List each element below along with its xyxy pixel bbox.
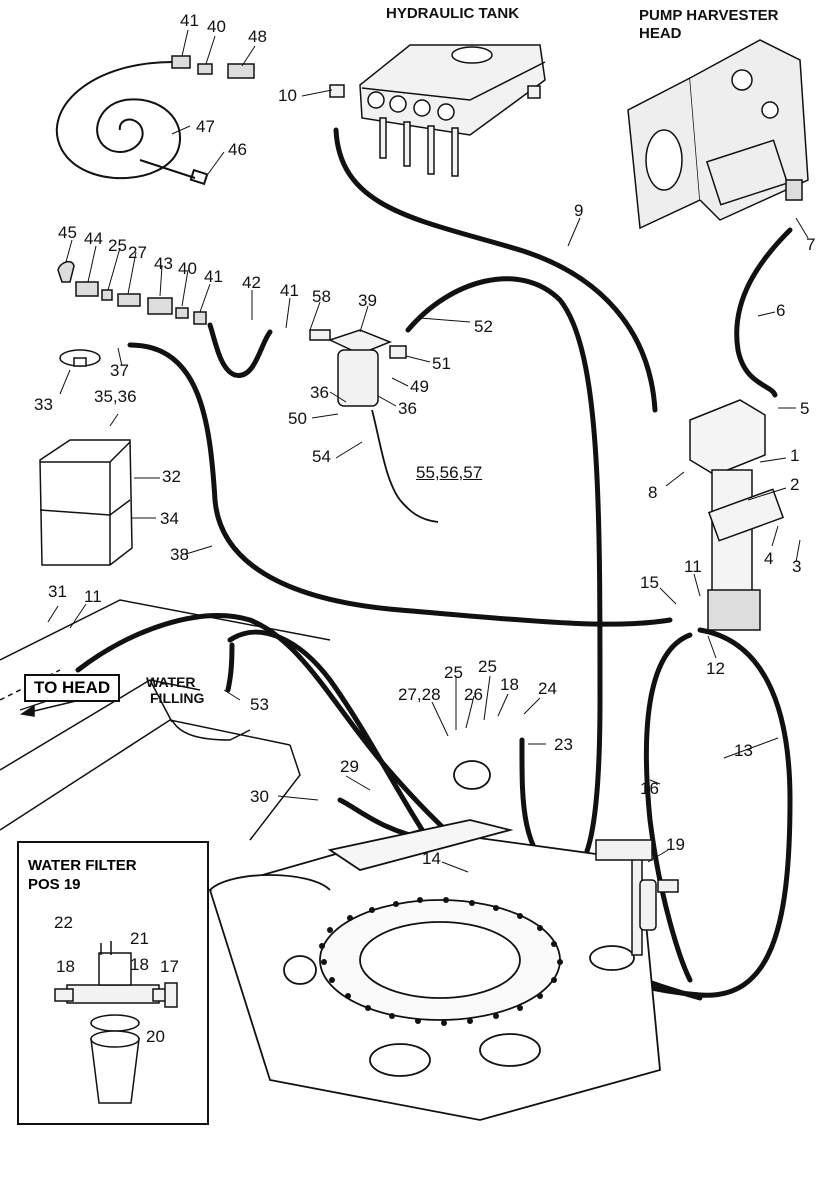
callout: 20 [146,1027,165,1046]
callout: 4 [764,549,774,568]
callout: 9 [574,201,584,220]
to-head-label: TO HEAD [24,674,121,702]
callout: 46 [228,140,247,159]
callout: 36 [398,399,417,418]
hose-16 [643,632,693,983]
water-tank [39,349,133,566]
callout: 40 [178,259,197,278]
callout: 19 [666,835,685,854]
callout: 43 [154,254,173,273]
callout: 30 [250,787,269,806]
callout: 14 [422,849,441,868]
hose-to-filling [225,642,235,693]
callout: 29 [340,757,359,776]
callout: 18 [130,955,149,974]
hydraulic-tank [329,44,546,177]
hydraulic-tank-header: HYDRAULIC TANK [386,5,520,22]
coupling-41-40-48 [171,55,255,79]
callout: 35,36 [94,387,137,406]
callout: 31 [48,582,67,601]
callout: 8 [648,483,658,502]
hose-38 [127,342,673,627]
callout: 49 [410,377,429,396]
callout: 39 [358,291,377,310]
callout: 47 [196,117,215,136]
turntable-base [208,760,661,1121]
callout: 21 [130,929,149,948]
callout: 6 [776,301,786,320]
callout: 13 [734,741,753,760]
callout-55-56-57: 55,56,57 [416,463,483,482]
callout: 23 [554,735,573,754]
callout: 5 [800,399,810,418]
callout: 25 [108,236,127,255]
callout: 41 [204,267,223,286]
callout: 18 [500,675,519,694]
callout: 53 [250,695,269,714]
pump-header-line2: HEAD [639,25,682,42]
hose-6 [734,227,793,398]
callout: 11 [684,557,702,576]
callout: 27,28 [398,685,441,704]
callout: 32 [162,467,181,486]
inset-title-line2: POS 19 [28,876,81,893]
callout: 7 [806,235,816,254]
callout: 33 [34,395,53,414]
callout: 27 [128,243,147,262]
callout: 12 [706,659,725,678]
callout: 40 [207,17,226,36]
callout: 1 [790,446,800,465]
callout: 11 [84,587,102,606]
bolt-circle [319,897,563,1026]
pump [627,39,809,230]
water-filter-drawing [54,941,178,1104]
callout: 45 [58,223,77,242]
filter-assembly [309,329,407,407]
hose-filter-wire [371,409,439,523]
hose-52 [405,276,603,883]
hose-9 [333,127,658,413]
accumulator [689,399,785,631]
callout: 41 [180,11,199,30]
fittings-row [57,260,207,325]
inset-title-line1: WATER FILTER [28,857,137,874]
callout: 17 [160,957,179,976]
leader-lines [47,29,809,873]
callout: 48 [248,27,267,46]
callout: 25 [478,657,497,676]
callout: 36 [310,383,329,402]
callout: 52 [474,317,493,336]
callout: 54 [312,447,331,466]
to-head-arrow [20,699,81,717]
water-filling-line1: WATER [146,674,196,690]
callout: 37 [110,361,129,380]
callout: 3 [792,557,802,576]
callout: 42 [242,273,261,292]
hoses [75,127,793,1001]
callout: 2 [790,475,800,494]
callout: 58 [312,287,331,306]
callout: 16 [640,779,659,798]
callout: 15 [640,573,659,592]
callout: 44 [84,229,103,248]
callout: 24 [538,679,557,698]
callout: 41 [280,281,299,300]
water-filling-line2: FILLING [150,690,205,706]
callout: 38 [170,545,189,564]
callout: 26 [464,685,483,704]
callout: 22 [54,913,73,932]
hose-42 [207,322,273,378]
callout: 51 [432,354,451,373]
callout: 18 [56,957,75,976]
callout: 25 [444,663,463,682]
water-filter-inset [17,841,209,1125]
water-filter-bracket [595,839,679,956]
pump-header-line1: PUMP HARVESTER [639,7,779,24]
callout: 10 [278,86,297,105]
callout: 34 [160,509,179,528]
hose-coil [55,60,209,186]
callout: 50 [288,409,307,428]
